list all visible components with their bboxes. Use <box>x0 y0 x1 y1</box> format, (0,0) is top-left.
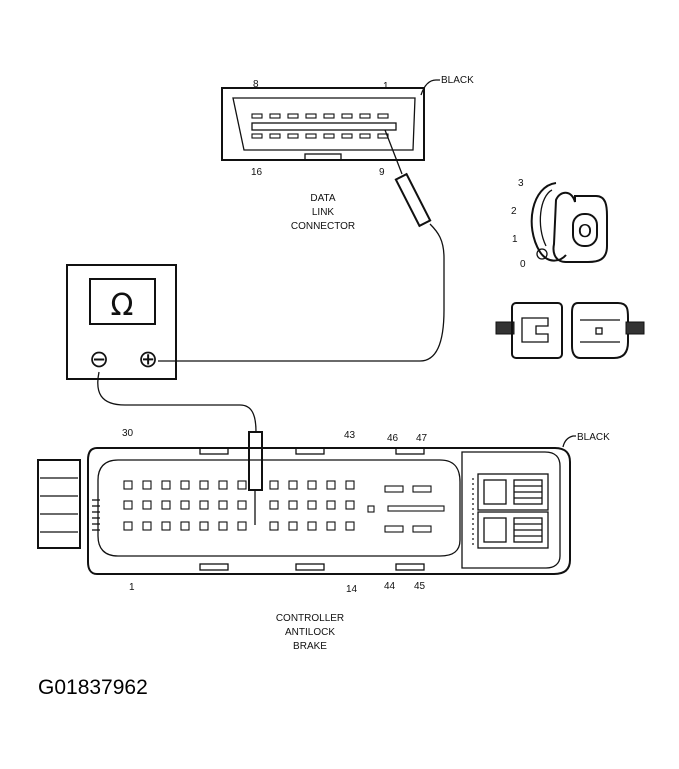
ign-pos-3-label: 3 <box>518 178 524 189</box>
dlc-pin-8-label: 8 <box>253 79 259 90</box>
cab-name-line2: ANTILOCK <box>285 627 335 638</box>
cab-pin-43-label: 43 <box>344 430 356 441</box>
cab-large-terminals <box>384 485 445 533</box>
dlc-name-line2: LINK <box>312 207 335 218</box>
ohm-symbol: Ω <box>111 288 134 323</box>
ignition-switch: 3 2 1 0 O <box>511 178 608 270</box>
cab-pin-44-label: 44 <box>384 581 396 592</box>
ign-pos-2-label: 2 <box>511 206 517 217</box>
dlc-pin-16-label: 16 <box>251 167 263 178</box>
negative-terminal: ⊖ <box>89 345 109 373</box>
cab-latch-ribs <box>92 499 100 531</box>
cab-test-probe <box>248 431 263 525</box>
dlc-name-line3: CONNECTOR <box>291 221 355 232</box>
cab-pin-14-label: 14 <box>346 584 358 595</box>
cab-pin-grid-left <box>123 480 247 531</box>
positive-terminal: ⊕ <box>138 345 158 373</box>
mating-connector-pair <box>495 302 645 359</box>
dlc-bottom-pins <box>251 133 389 139</box>
dlc-pin-9-label: 9 <box>379 167 385 178</box>
dlc-test-probe <box>384 129 432 228</box>
cab-pin-30-label: 30 <box>122 428 134 439</box>
cab-name-line1: CONTROLLER <box>276 613 344 624</box>
figure-code: G01837962 <box>38 676 148 699</box>
cab-color-label: BLACK <box>577 432 610 443</box>
dlc-top-pins <box>251 113 389 119</box>
cab-pin-46-label: 46 <box>387 433 399 444</box>
cab-pin-45-label: 45 <box>414 581 426 592</box>
ign-pos-0-label: 0 <box>520 259 526 270</box>
cab-name-line3: BRAKE <box>293 641 327 652</box>
cab-pin-grid-right <box>269 480 375 531</box>
cab-pin-1-label: 1 <box>129 582 135 593</box>
dlc-color-label: BLACK <box>441 75 474 86</box>
ign-pos-1-label: 1 <box>512 234 518 245</box>
dlc-pin-1-label: 1 <box>383 81 389 92</box>
ign-key-letter: O <box>578 221 592 242</box>
cab-connector: 30 43 46 47 1 14 44 45 BLACK CONTROLLER … <box>37 428 610 652</box>
dlc-name-line1: DATA <box>310 193 336 204</box>
ohmmeter: Ω ⊖ ⊕ <box>66 264 177 380</box>
cab-pin-47-label: 47 <box>416 433 428 444</box>
negative-test-lead <box>97 371 257 433</box>
positive-test-lead <box>158 223 445 362</box>
data-link-connector: 8 1 16 9 BLACK DATA LINK CONNECTOR <box>221 75 474 232</box>
